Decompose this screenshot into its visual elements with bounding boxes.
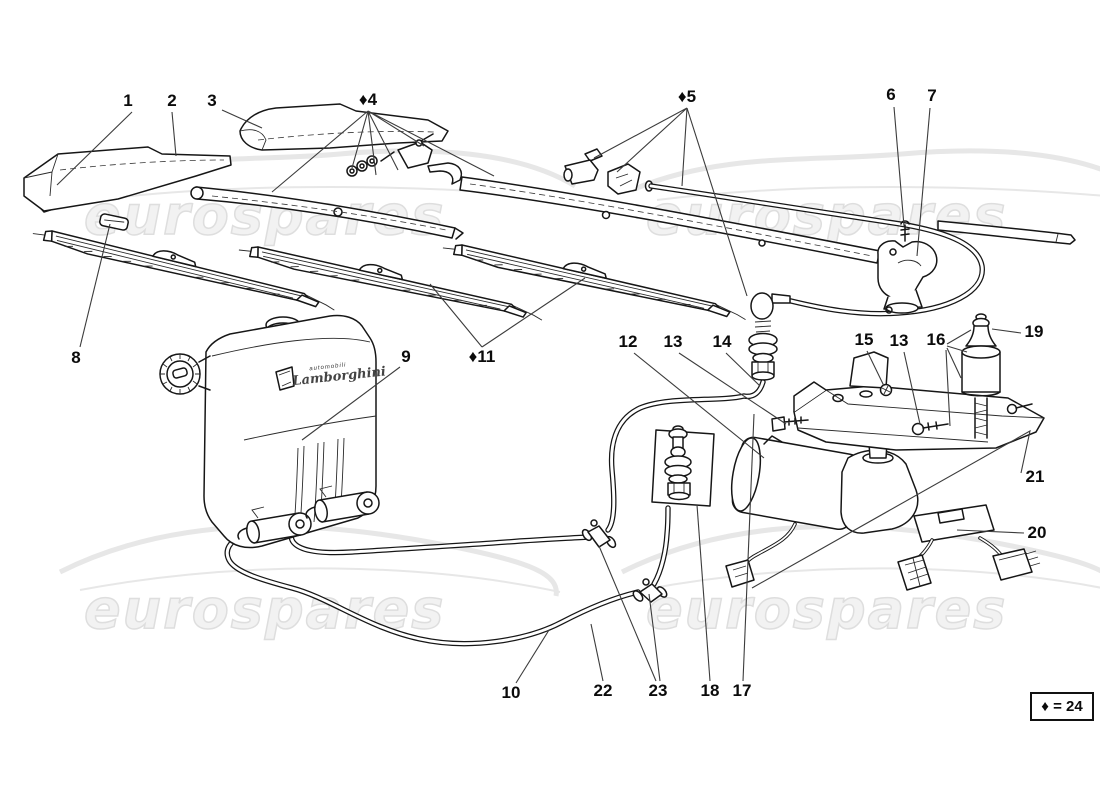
grommet-stack-part18 <box>651 425 715 507</box>
callout-5: ♦5 <box>677 87 697 106</box>
callout-4: ♦4 <box>358 90 378 109</box>
wiper-pivot-assembly <box>877 220 938 314</box>
callout-14: 14 <box>712 332 732 351</box>
watermark-text: eurospares <box>645 577 1008 642</box>
washer-jet-cluster-part5 <box>563 148 641 195</box>
wiper-arm-right-strip <box>937 220 1076 245</box>
callout-21: 21 <box>1025 467 1045 486</box>
callout-1: 1 <box>123 91 133 110</box>
callout-10: 10 <box>501 683 521 702</box>
elbow-fitting-stack <box>748 292 791 381</box>
callout-13-right: 13 <box>889 331 909 350</box>
callout-8: 8 <box>71 348 81 367</box>
callout-23: 23 <box>648 681 668 700</box>
wiper-arm-cover-part3 <box>239 103 449 151</box>
callout-22: 22 <box>593 681 613 700</box>
washer-pumps <box>237 485 380 544</box>
watermark-text: eurospares <box>83 577 446 642</box>
callout-6: 6 <box>886 85 896 104</box>
callout-2: 2 <box>167 91 177 110</box>
callout-13-left: 13 <box>663 332 683 351</box>
callout-20: 20 <box>1027 523 1047 542</box>
callout-9: 9 <box>401 347 411 366</box>
callout-19: 19 <box>1024 322 1044 341</box>
callout-16: 16 <box>926 330 946 349</box>
blade-clip-part8 <box>99 213 129 231</box>
quantity-legend-box: ♦ = 24 <box>1030 692 1094 721</box>
wiper-arm-main <box>459 176 881 264</box>
washer-hose-loop <box>644 180 985 317</box>
callout-17: 17 <box>732 681 752 700</box>
inline-valve-2 <box>632 578 668 603</box>
callout-3: 3 <box>207 91 217 110</box>
arm-fastener-cluster-part4 <box>346 133 463 185</box>
wiper-blade-3 <box>440 233 751 324</box>
wiper-linkage-arm-left <box>190 186 464 240</box>
callout-11: ♦11 <box>468 347 496 366</box>
wiper-blade-2 <box>236 235 547 324</box>
callout-leader-lines <box>56 106 1031 684</box>
callout-18: 18 <box>700 681 720 700</box>
washer-fluid-tank <box>159 314 377 549</box>
wiper-relay-unit <box>897 504 1041 591</box>
callout-7: 7 <box>927 86 937 105</box>
wiper-arm-cover-part2 <box>23 146 232 212</box>
callout-12: 12 <box>618 332 638 351</box>
washer-hose-lower <box>224 505 671 647</box>
inline-valve-1 <box>581 519 617 549</box>
callout-15: 15 <box>854 330 874 349</box>
